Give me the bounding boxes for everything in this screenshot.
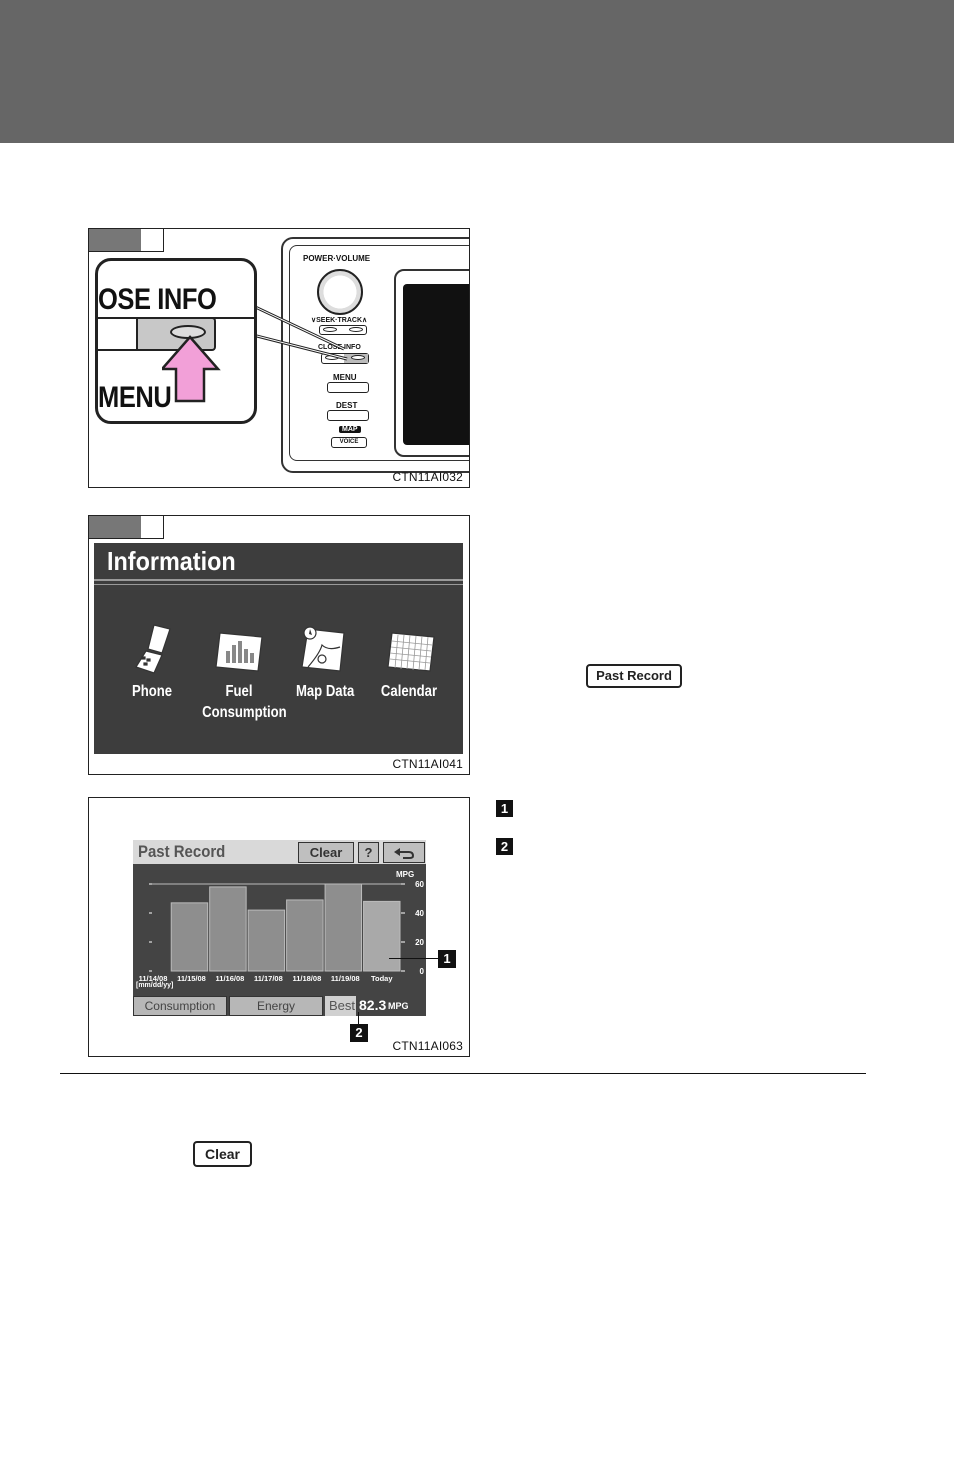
voice-button: VOICE (331, 437, 367, 448)
best-panel: Best 82.3 MPG (325, 996, 426, 1016)
menu-button (327, 382, 369, 393)
x-tick-label: Today (371, 974, 393, 983)
consumption-tab[interactable]: Consumption (133, 996, 227, 1016)
display-screen (403, 284, 469, 445)
phone-icon (135, 624, 171, 674)
pointer-arrow-icon (162, 335, 221, 403)
map-label: MAP (339, 426, 361, 433)
bar-11/15/08 (170, 902, 209, 972)
bar-Today (363, 900, 401, 972)
section-divider (60, 1073, 866, 1074)
information-title: Information (107, 546, 236, 576)
figure-information-screen: Information Phone (88, 515, 470, 775)
bar-11/16/08 (209, 886, 247, 972)
help-button[interactable]: ? (358, 842, 379, 863)
x-tick-label: 11/19/08 (331, 974, 360, 983)
x-tick-label: 11/15/08 (177, 974, 206, 983)
past-record-bottombar: Consumption Energy Best 82.3 MPG (133, 995, 426, 1016)
fuel-consumption-item[interactable]: Fuel Consumption (194, 623, 287, 723)
zoom-leader-lines (248, 302, 348, 361)
header-band (0, 0, 954, 143)
figure-code: CTN11AI032 (392, 470, 463, 484)
seek-track-label: ∨SEEK·TRACK∧ (311, 317, 368, 324)
fuel-consumption-icon (215, 632, 263, 672)
calendar-item[interactable]: Calendar (374, 623, 444, 703)
map-data-item[interactable]: Map Data (290, 623, 356, 703)
past-record-screen: Past Record Clear ? 0 20 40 60 11/14/08 11/15… (133, 840, 426, 1016)
dest-button (327, 410, 369, 421)
menu-label: MENU (333, 373, 357, 382)
bar-11/19/08 (324, 883, 363, 972)
phone-label: Phone (131, 683, 173, 700)
bar-11/18/08 (286, 899, 324, 972)
x-tick-label: 11/18/08 (292, 974, 321, 983)
back-arrow-icon (394, 848, 415, 859)
power-volume-knob (317, 269, 363, 315)
figure-past-record: Past Record Clear ? 0 20 40 60 11/14/08 11/15… (88, 797, 470, 1057)
mpg-unit-label: MPG (396, 870, 415, 879)
calendar-icon (387, 632, 435, 672)
seek-up-oval (349, 327, 363, 332)
power-volume-label: POWER·VOLUME (303, 254, 371, 263)
legend-marker-1: 1 (496, 800, 513, 817)
figure-info-button: POWER·VOLUME ∨SEEK·TRACK∧ CLOSE INFO MEN… (88, 228, 470, 488)
date-format-label: [mm/dd/yy] (136, 982, 174, 989)
title-separator-2 (94, 584, 463, 585)
best-value-box: 82.3 MPG (356, 996, 426, 1016)
clear-inline-button: Clear (193, 1141, 252, 1167)
best-value: 82.3 (359, 997, 387, 1013)
past-record-topbar: Past Record Clear ? (133, 840, 426, 864)
figure-code: CTN11AI041 (392, 757, 463, 771)
x-tick-label: 11/17/08 (254, 974, 283, 983)
map-data-icon (301, 626, 345, 672)
info-oval (351, 355, 365, 360)
x-tick-label: 11/14/08 (139, 974, 168, 983)
past-record-inline-button: Past Record (586, 664, 682, 688)
seek-track-button (319, 325, 367, 335)
callout-2-line (358, 1012, 359, 1024)
seek-down-oval (323, 327, 337, 332)
phone-item[interactable]: Phone (124, 623, 180, 703)
back-button[interactable] (383, 842, 425, 863)
callout-1-line (389, 958, 439, 959)
seek-track-text: SEEK·TRACK (316, 317, 363, 324)
map-data-label: Map Data (295, 683, 355, 700)
y-tick-label: 60 (415, 880, 424, 889)
zoom-callout: OSE INFO MENU (95, 258, 257, 424)
best-unit: MPG (388, 1001, 409, 1011)
y-tick-label: 20 (415, 938, 424, 947)
dest-label: DEST (336, 401, 358, 410)
callout-1: 1 (438, 950, 456, 968)
figure-tab-box (141, 516, 164, 539)
figure-tab-box (141, 229, 164, 252)
zoom-bottom-text: MENU (98, 381, 172, 414)
bar-11/17/08 (247, 909, 286, 972)
calendar-label: Calendar (380, 683, 438, 700)
best-label: Best (329, 998, 356, 1013)
y-tick-label: 40 (415, 909, 424, 918)
audio-console-inner (289, 245, 469, 461)
information-screen: Information Phone (94, 543, 463, 754)
zoom-button-line-bottom (98, 349, 138, 351)
clear-button[interactable]: Clear (298, 842, 354, 863)
figure-tab (89, 516, 142, 539)
past-record-title: Past Record (138, 842, 226, 861)
fuel-consumption-label: Fuel Consumption (202, 683, 287, 721)
zoom-top-text: OSE INFO (98, 283, 217, 316)
energy-tab[interactable]: Energy (229, 996, 323, 1016)
legend-marker-2: 2 (496, 838, 513, 855)
title-separator (94, 579, 463, 581)
callout-2: 2 (350, 1024, 368, 1042)
y-tick-label: 0 (420, 967, 425, 976)
x-tick-label: 11/16/08 (216, 974, 245, 983)
past-record-chart: 0 20 40 60 11/14/08 11/15/08 11/16/08 11/17/08 1… (139, 880, 425, 983)
figure-code: CTN11AI063 (392, 1039, 463, 1053)
